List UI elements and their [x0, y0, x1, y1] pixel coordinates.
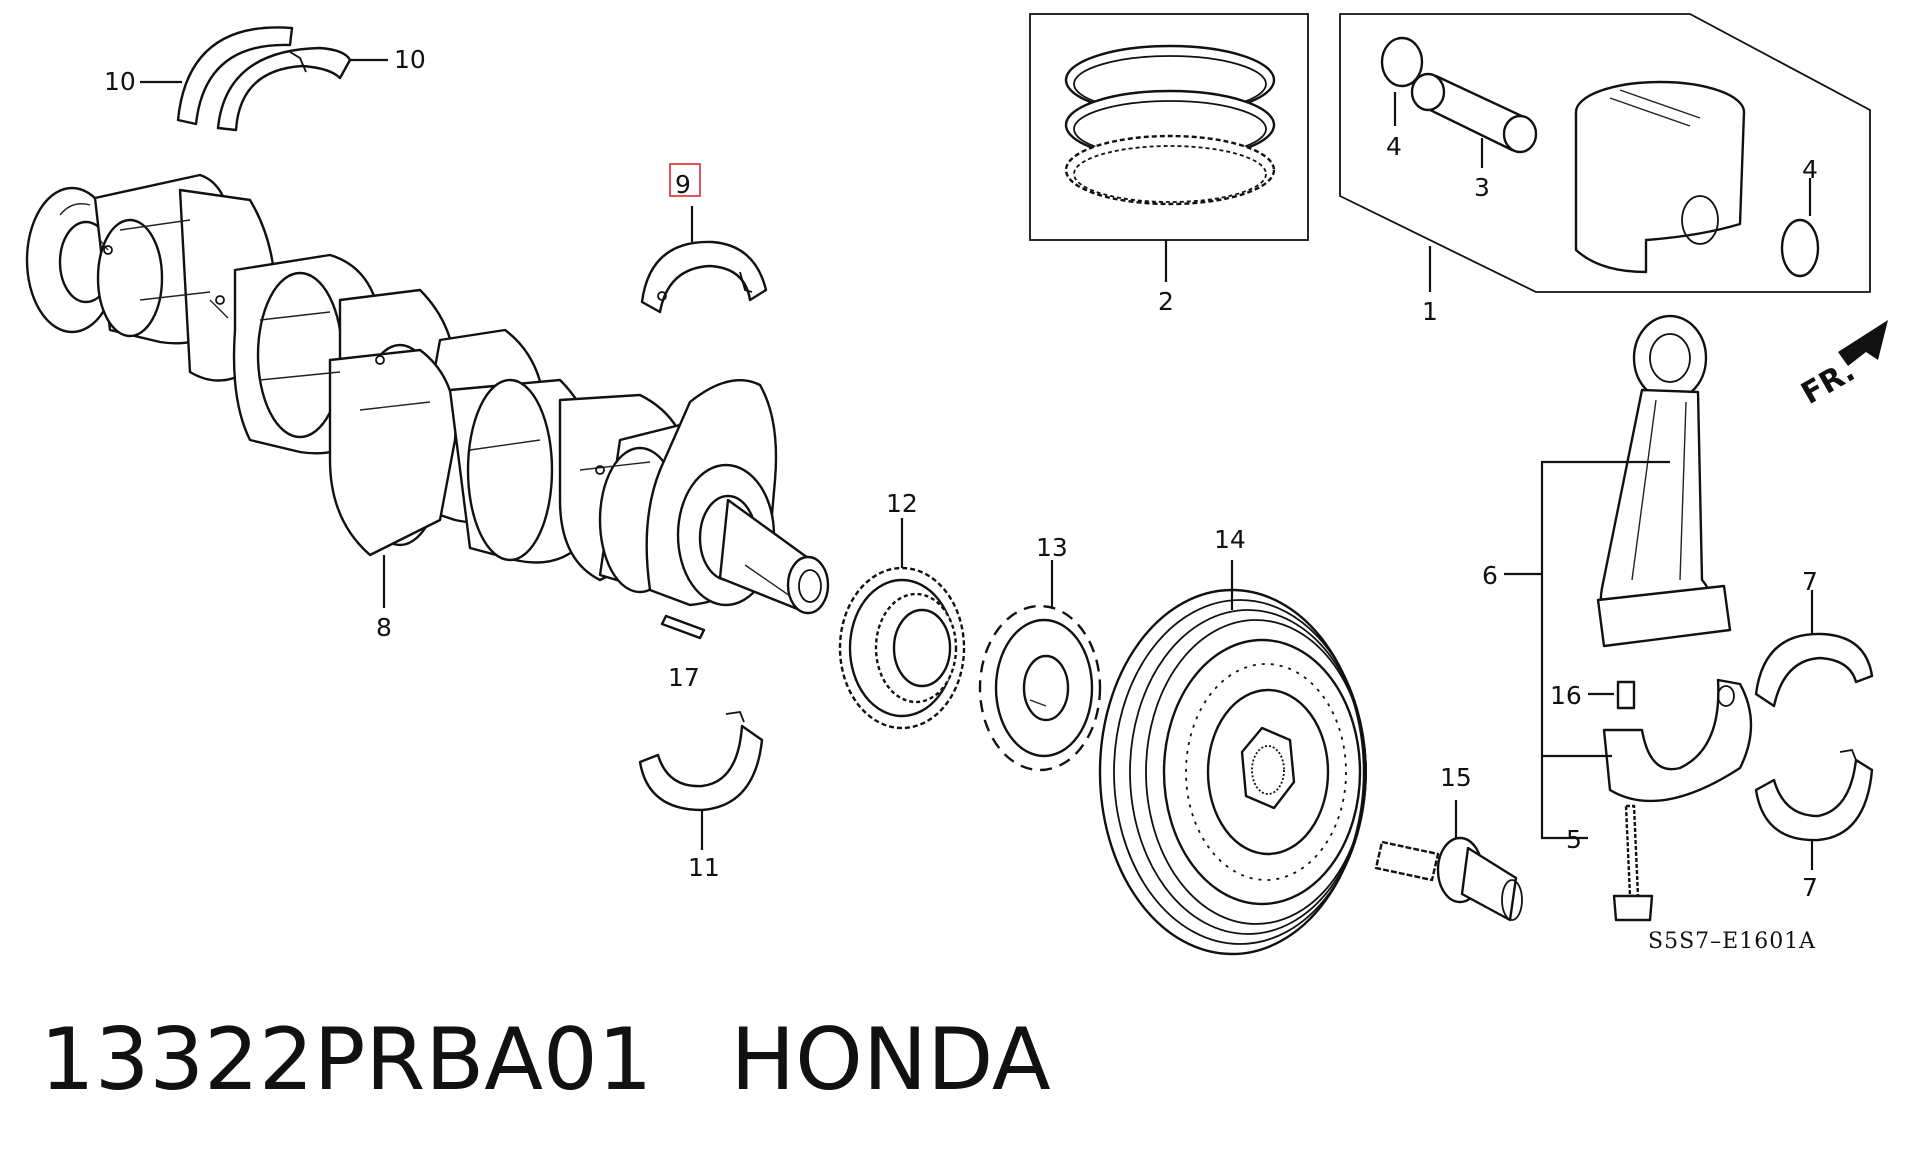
callout-10-left: 10 [104, 67, 136, 96]
callout-1: 1 [1422, 297, 1438, 326]
part-number: 13322PRBA01 [40, 1010, 653, 1110]
callout-10-right: 10 [394, 45, 426, 74]
piston-pin-3[interactable] [1410, 72, 1538, 154]
callout-5: 5 [1566, 825, 1582, 854]
diagram-code: S5S7–E1601A [1648, 929, 1816, 954]
callout-14: 14 [1214, 525, 1246, 554]
connecting-rod-6[interactable] [1596, 314, 1732, 648]
rod-cap[interactable] [1602, 678, 1753, 803]
snap-ring-4-lower[interactable] [1780, 218, 1820, 278]
callout-16: 16 [1550, 681, 1582, 710]
rod-bearing-7-upper[interactable] [1754, 632, 1874, 708]
callout-17: 17 [668, 663, 700, 692]
callout-12: 12 [886, 489, 918, 518]
pulse-plate-13[interactable] [978, 604, 1102, 772]
rod-bearing-7-lower[interactable] [1754, 748, 1874, 842]
callout-2: 2 [1158, 287, 1174, 316]
crank-pulley-14[interactable] [1098, 588, 1367, 956]
main-bearing-lower-11[interactable] [638, 711, 764, 812]
callout-7-lower: 7 [1802, 873, 1818, 902]
callout-15: 15 [1440, 763, 1472, 792]
key-17[interactable] [660, 614, 706, 640]
callout-4-upper: 4 [1386, 132, 1402, 161]
rod-bearing-9[interactable] [640, 240, 768, 314]
callout-6: 6 [1482, 561, 1498, 590]
highlight-box [669, 163, 701, 197]
rod-bolt-5[interactable] [1612, 804, 1654, 922]
piston-ring-set-2[interactable] [1064, 44, 1276, 206]
callout-13: 13 [1036, 533, 1068, 562]
piston-1[interactable] [1574, 80, 1746, 274]
callout-11: 11 [688, 853, 720, 882]
brand-name: HONDA [730, 1010, 1051, 1110]
callout-9[interactable]: 9 [675, 170, 691, 199]
timing-gear-12[interactable] [838, 566, 966, 730]
piston-frame [1339, 13, 1871, 293]
callout-3: 3 [1474, 173, 1490, 202]
callout-8: 8 [376, 613, 392, 642]
crankshaft-8[interactable] [25, 173, 830, 615]
callout-7-upper: 7 [1802, 567, 1818, 596]
dowel-16[interactable] [1616, 680, 1636, 710]
snap-ring-4-upper[interactable] [1380, 36, 1424, 88]
ring-set-frame [1029, 13, 1309, 241]
footer: 13322PRBA01 HONDA [40, 1010, 1051, 1110]
pulley-bolt-15[interactable] [1374, 836, 1523, 922]
fr-arrow-icon [1838, 320, 1888, 366]
direction-indicator: FR. [1795, 320, 1888, 412]
callout-4-lower: 4 [1802, 155, 1818, 184]
main-bearing-upper-10[interactable] [176, 26, 352, 132]
